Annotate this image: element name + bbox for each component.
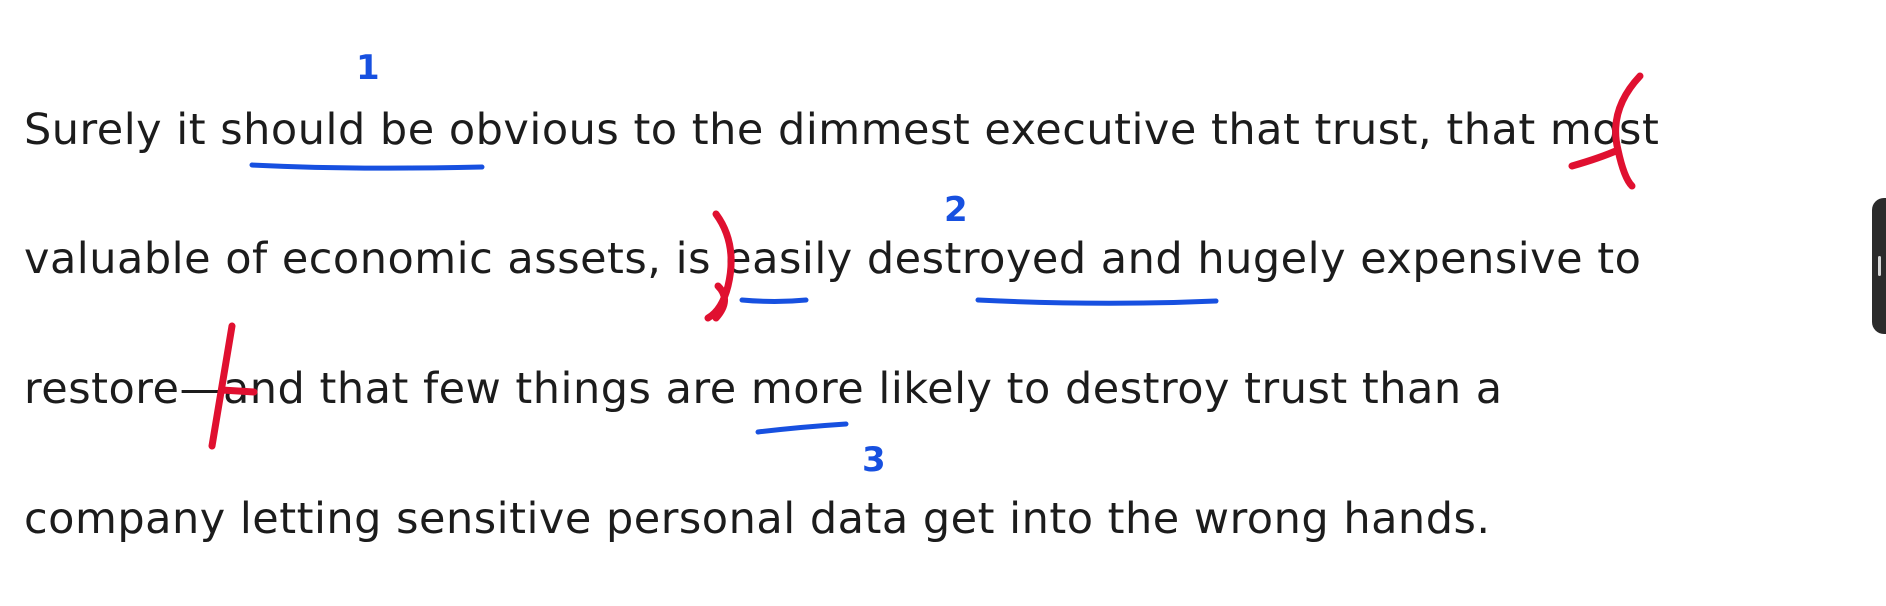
annotation-number-1: 1: [356, 48, 380, 88]
underline-is: [739, 297, 809, 304]
underline-should-be: [249, 162, 485, 171]
annotation-number-2: 2: [944, 190, 968, 230]
passage-line-2: valuable of economic assets, is easily d…: [24, 234, 1642, 284]
passage-line-3: restore—and that few things are more lik…: [24, 364, 1503, 414]
passage-line-1: Surely it should be obvious to the dimme…: [24, 105, 1660, 155]
underline-are: [755, 421, 849, 435]
passage-line-4: company letting sensitive personal data …: [24, 494, 1491, 544]
annotation-number-3: 3: [862, 440, 886, 480]
side-scroll-handle[interactable]: [1872, 198, 1886, 334]
underline-destroyed: [975, 297, 1219, 306]
